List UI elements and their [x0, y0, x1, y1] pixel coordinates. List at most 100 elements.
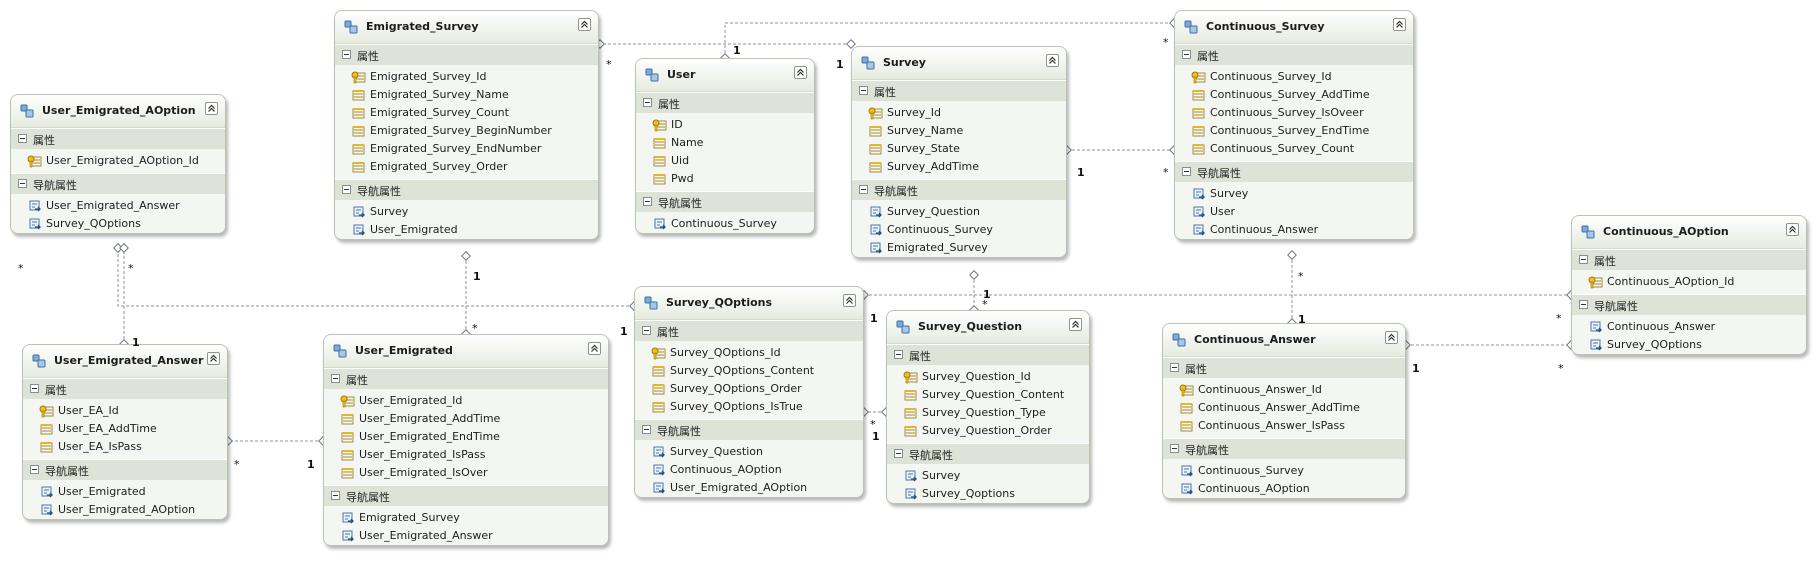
navigation-section-header[interactable]: 导航属性: [324, 485, 608, 506]
collapse-toggle-icon[interactable]: [30, 465, 39, 474]
entity-header[interactable]: User_Emigrated: [324, 335, 608, 368]
collapse-toggle-icon[interactable]: [894, 350, 903, 359]
navigation-property[interactable]: Continuous_Answer: [1572, 318, 1806, 336]
collapse-toggle-icon[interactable]: [1182, 50, 1191, 59]
navigation-property[interactable]: Emigrated_Survey: [852, 239, 1066, 257]
navigation-property[interactable]: User_Emigrated_Answer: [11, 197, 225, 215]
properties-section-header[interactable]: 属性: [324, 368, 608, 389]
key-property[interactable]: User_Emigrated_Id: [324, 392, 608, 410]
navigation-property[interactable]: Survey_QOptions: [1572, 336, 1806, 354]
collapse-toggle-icon[interactable]: [18, 134, 27, 143]
scalar-property[interactable]: Continuous_Survey_EndTime: [1175, 122, 1413, 140]
collapse-toggle-icon[interactable]: [642, 425, 651, 434]
navigation-property[interactable]: Continuous_AOption: [635, 461, 863, 479]
properties-section-header[interactable]: 属性: [335, 44, 598, 65]
properties-section-header[interactable]: 属性: [852, 80, 1066, 101]
scalar-property[interactable]: Survey_Question_Order: [887, 422, 1089, 440]
collapse-chevron-button[interactable]: [205, 102, 218, 115]
navigation-property[interactable]: Survey: [1175, 185, 1413, 203]
scalar-property[interactable]: Continuous_Survey_IsOveer: [1175, 104, 1413, 122]
navigation-property[interactable]: Survey_Question: [635, 443, 863, 461]
collapse-toggle-icon[interactable]: [643, 98, 652, 107]
collapse-toggle-icon[interactable]: [642, 326, 651, 335]
collapse-chevron-button[interactable]: [1069, 318, 1082, 331]
scalar-property[interactable]: Survey_Question_Type: [887, 404, 1089, 422]
collapse-toggle-icon[interactable]: [859, 86, 868, 95]
properties-section-header[interactable]: 属性: [11, 128, 225, 149]
navigation-property[interactable]: Survey: [887, 467, 1089, 485]
navigation-property[interactable]: Survey: [335, 203, 598, 221]
scalar-property[interactable]: Continuous_Survey_Count: [1175, 140, 1413, 158]
properties-section-header[interactable]: 属性: [1175, 44, 1413, 65]
collapse-toggle-icon[interactable]: [331, 491, 340, 500]
navigation-property[interactable]: Continuous_Answer: [1175, 221, 1413, 239]
navigation-property[interactable]: User: [1175, 203, 1413, 221]
properties-section-header[interactable]: 属性: [1163, 357, 1405, 378]
collapse-chevron-button[interactable]: [578, 18, 591, 31]
navigation-section-header[interactable]: 导航属性: [23, 459, 227, 480]
scalar-property[interactable]: Emigrated_Survey_EndNumber: [335, 140, 598, 158]
navigation-property[interactable]: User_Emigrated_Answer: [324, 527, 608, 545]
scalar-property[interactable]: User_EA_AddTime: [23, 420, 227, 438]
association-end-diamond[interactable]: [969, 270, 979, 280]
entity-header[interactable]: Continuous_AOption: [1572, 216, 1806, 249]
scalar-property[interactable]: Pwd: [636, 170, 814, 188]
collapse-toggle-icon[interactable]: [1579, 300, 1588, 309]
association-end-diamond[interactable]: [119, 243, 129, 253]
entity-header[interactable]: Emigrated_Survey: [335, 11, 598, 44]
scalar-property[interactable]: Survey_QOptions_IsTrue: [635, 398, 863, 416]
scalar-property[interactable]: Emigrated_Survey_Name: [335, 86, 598, 104]
properties-section-header[interactable]: 属性: [636, 92, 814, 113]
collapse-toggle-icon[interactable]: [331, 374, 340, 383]
key-property[interactable]: Survey_Id: [852, 104, 1066, 122]
navigation-section-header[interactable]: 导航属性: [1175, 161, 1413, 182]
scalar-property[interactable]: Survey_Name: [852, 122, 1066, 140]
entity-header[interactable]: Survey_Question: [887, 311, 1089, 344]
navigation-property[interactable]: Survey_Qoptions: [887, 485, 1089, 503]
navigation-section-header[interactable]: 导航属性: [1572, 294, 1806, 315]
key-property[interactable]: Survey_Question_Id: [887, 368, 1089, 386]
collapse-toggle-icon[interactable]: [894, 449, 903, 458]
scalar-property[interactable]: Continuous_Answer_IsPass: [1163, 417, 1405, 435]
scalar-property[interactable]: Survey_QOptions_Order: [635, 380, 863, 398]
scalar-property[interactable]: Survey_QOptions_Content: [635, 362, 863, 380]
properties-section-header[interactable]: 属性: [635, 320, 863, 341]
scalar-property[interactable]: User_Emigrated_AddTime: [324, 410, 608, 428]
collapse-chevron-button[interactable]: [207, 352, 220, 365]
collapse-toggle-icon[interactable]: [18, 179, 27, 188]
entity-header[interactable]: User: [636, 59, 814, 92]
key-property[interactable]: Continuous_Survey_Id: [1175, 68, 1413, 86]
navigation-property[interactable]: Emigrated_Survey: [324, 509, 608, 527]
collapse-chevron-button[interactable]: [1393, 18, 1406, 31]
collapse-toggle-icon[interactable]: [342, 185, 351, 194]
scalar-property[interactable]: Continuous_Answer_AddTime: [1163, 399, 1405, 417]
collapse-toggle-icon[interactable]: [1579, 255, 1588, 264]
entity-header[interactable]: Survey_QOptions: [635, 287, 863, 320]
collapse-toggle-icon[interactable]: [30, 384, 39, 393]
entity-header[interactable]: User_Emigrated_Answer: [23, 345, 227, 378]
navigation-section-header[interactable]: 导航属性: [852, 179, 1066, 200]
collapse-toggle-icon[interactable]: [859, 185, 868, 194]
scalar-property[interactable]: Name: [636, 134, 814, 152]
navigation-property[interactable]: Continuous_Survey: [852, 221, 1066, 239]
navigation-section-header[interactable]: 导航属性: [11, 173, 225, 194]
collapse-chevron-button[interactable]: [1046, 54, 1059, 67]
scalar-property[interactable]: User_Emigrated_IsOver: [324, 464, 608, 482]
association-end-diamond[interactable]: [846, 39, 856, 49]
association-end-diamond[interactable]: [461, 251, 471, 261]
key-property[interactable]: Continuous_Answer_Id: [1163, 381, 1405, 399]
collapse-chevron-button[interactable]: [843, 294, 856, 307]
collapse-toggle-icon[interactable]: [1170, 444, 1179, 453]
navigation-section-header[interactable]: 导航属性: [887, 443, 1089, 464]
key-property[interactable]: User_EA_Id: [23, 402, 227, 420]
properties-section-header[interactable]: 属性: [23, 378, 227, 399]
navigation-property[interactable]: Continuous_AOption: [1163, 480, 1405, 498]
